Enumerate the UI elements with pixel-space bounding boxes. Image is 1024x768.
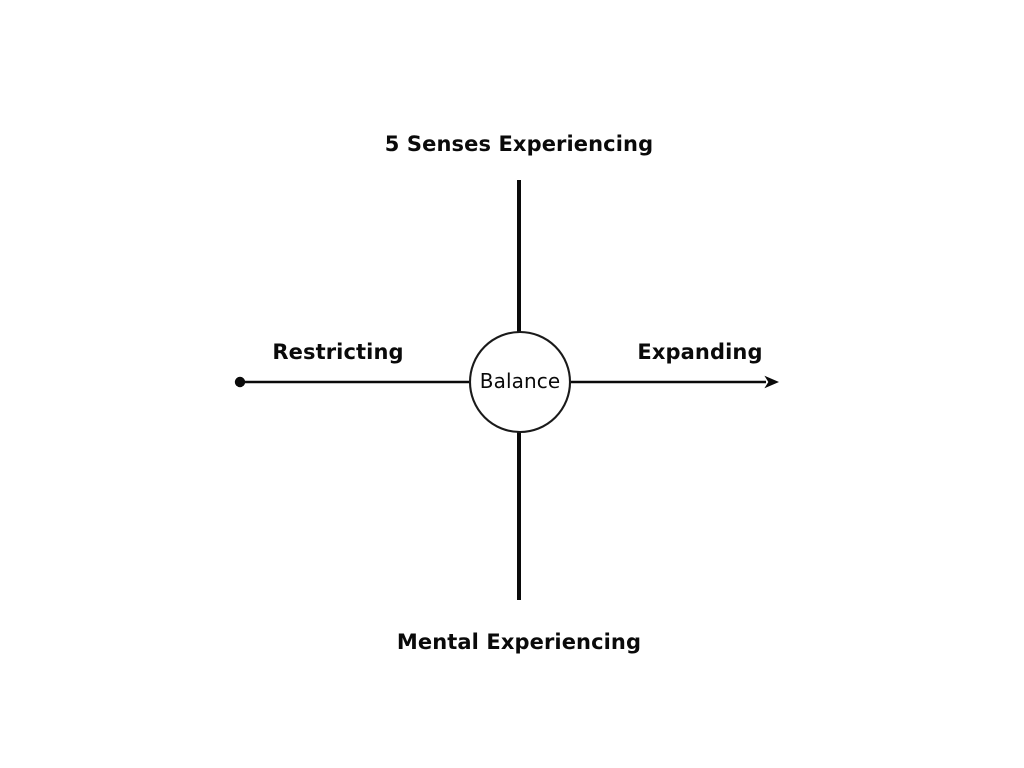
vertical-axis-top-label: 5 Senses Experiencing [384, 132, 654, 156]
center-node-circle [468, 330, 572, 434]
horizontal-axis-left-label: Restricting [272, 340, 404, 364]
vertical-axis-bottom-label: Mental Experiencing [396, 630, 642, 654]
center-node-label: Balance [479, 369, 561, 393]
left-endpoint-dot-icon [234, 376, 246, 388]
horizontal-axis-right-label: Expanding [637, 340, 763, 364]
